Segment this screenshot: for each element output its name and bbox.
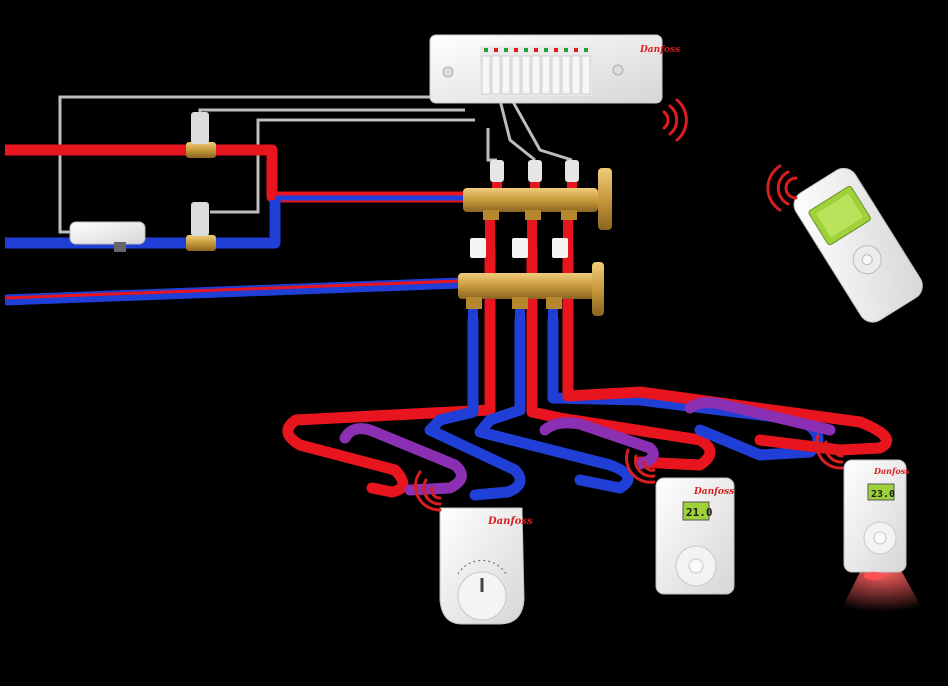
- wireless-signals: [413, 98, 844, 512]
- loop-2-supply: [526, 244, 716, 471]
- loop-2-return: [474, 314, 634, 494]
- remote-signal-icon: [766, 164, 798, 212]
- controller-signal-icon: [662, 98, 688, 142]
- thermostat-1-signal-icon: [413, 470, 442, 512]
- loop-1-mid: [339, 423, 467, 496]
- loop-3-return: [547, 314, 824, 461]
- floor-heating-loops: [282, 244, 893, 501]
- thermostat-3-logo: Danfoss: [873, 466, 910, 476]
- thermostat-2-display: 21.0: [686, 506, 713, 519]
- thermostat-2-logo: Danfoss: [693, 487, 734, 497]
- loop-1-return: [424, 314, 526, 501]
- loop-1-supply: [282, 244, 496, 498]
- remote-control: [793, 167, 923, 323]
- mixed-return-line: [4, 277, 461, 306]
- display-thermostat: Danfoss 21.0: [655, 477, 735, 595]
- thermostat-1-logo: Danfoss: [487, 516, 533, 527]
- supply-manifold: [463, 168, 612, 230]
- thermostat-3-display: 23.0: [871, 489, 895, 500]
- supply-pipe: [5, 144, 468, 203]
- controller-logo: Danfoss: [639, 45, 680, 55]
- loop-2-mid: [539, 417, 659, 470]
- master-controller: Danfoss: [429, 34, 680, 104]
- zone-valves: [186, 112, 216, 251]
- thermostat-2-signal-icon: [625, 448, 656, 484]
- dial-thermostat: Danfoss: [439, 507, 533, 625]
- main-pipes: [4, 144, 468, 306]
- infrared-thermostat: Danfoss 23.0: [840, 459, 924, 612]
- pump-module: [69, 221, 146, 252]
- flow-meters: [470, 238, 568, 258]
- thermostat-3-signal-icon: [815, 434, 844, 470]
- loop-3-mid: [684, 397, 836, 436]
- return-manifold: [458, 262, 604, 316]
- manifold-actuators: [490, 160, 579, 192]
